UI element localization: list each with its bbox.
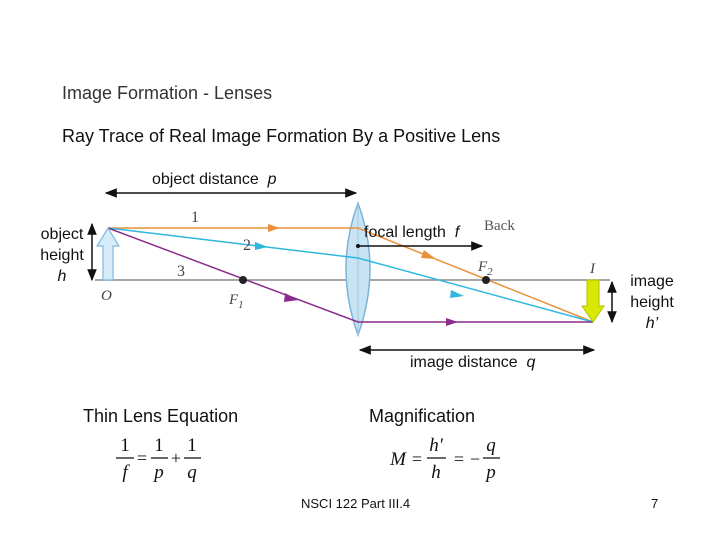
- ray-3-arrow-b: [446, 318, 458, 326]
- magnification-title: Magnification: [369, 406, 476, 426]
- object-arrow: [95, 226, 121, 281]
- image-height-label: image height h’: [630, 273, 674, 332]
- svg-text:p: p: [152, 462, 164, 483]
- ray-1: [108, 227, 594, 323]
- focal-length-origin: [356, 244, 360, 248]
- ray-3-label: 3: [177, 263, 185, 280]
- svg-text:=: =: [454, 449, 464, 469]
- focal-point-f1-label: F1: [228, 292, 244, 311]
- ray-1-arrow-a: [268, 224, 280, 232]
- footer-text: NSCI 122 Part III.4: [301, 496, 411, 511]
- focal-length-label: focal length f: [364, 224, 460, 241]
- ray-2-arrow-b: [450, 290, 464, 298]
- slide-subtitle: Ray Trace of Real Image Formation By a P…: [62, 126, 501, 146]
- svg-text:h': h': [429, 435, 444, 456]
- ray-3-arrow-a: [284, 293, 298, 302]
- image-arrow: [581, 279, 605, 323]
- ray-2-arrow-a: [255, 242, 268, 250]
- focal-point-f2: [482, 276, 490, 284]
- image-point-label: I: [589, 261, 596, 277]
- ray-1-arrow-b: [421, 250, 436, 259]
- ray-2-label: 2: [243, 237, 251, 254]
- svg-text:1: 1: [120, 435, 130, 456]
- svg-text:1: 1: [154, 435, 164, 456]
- svg-text:=: =: [137, 448, 147, 468]
- back-label: Back: [484, 218, 515, 234]
- object-height-label: object height h: [40, 226, 84, 285]
- image-distance-label: image distance q: [410, 354, 536, 371]
- object-point-label: O: [101, 288, 112, 304]
- ray-1-label: 1: [191, 209, 199, 226]
- focal-point-f2-label: F2: [477, 259, 493, 278]
- svg-text:q: q: [486, 435, 496, 456]
- page-number: 7: [651, 496, 659, 511]
- svg-text:+: +: [171, 448, 181, 468]
- svg-text:1: 1: [187, 435, 197, 456]
- svg-text:−: −: [470, 449, 480, 469]
- thin-lens-equation-title: Thin Lens Equation: [83, 406, 239, 426]
- slide-title: Image Formation - Lenses: [62, 83, 273, 103]
- magnification-equation: M = h' h = − q p: [389, 435, 500, 483]
- svg-text:q: q: [187, 462, 197, 483]
- ray-2: [107, 227, 594, 323]
- svg-text:f: f: [122, 462, 130, 483]
- svg-text:M: M: [389, 449, 407, 470]
- svg-text:p: p: [484, 462, 496, 483]
- svg-text:h: h: [431, 462, 441, 483]
- ray-3: [107, 227, 593, 323]
- focal-point-f1: [239, 276, 247, 284]
- object-distance-label: object distance p: [152, 171, 277, 188]
- thin-lens-equation: 1 f = 1 p + 1 q: [116, 435, 201, 483]
- svg-text:=: =: [412, 449, 422, 469]
